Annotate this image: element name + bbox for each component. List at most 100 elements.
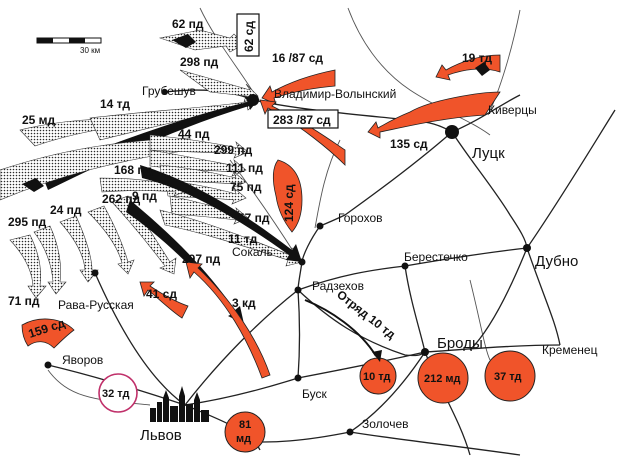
arrow-262pd [87, 205, 135, 275]
shape-159sd [21, 318, 75, 349]
city-dot-rava [91, 269, 99, 277]
city-dot-berestechko [401, 262, 409, 270]
label-37td: 37 тд [494, 371, 522, 383]
label-57pd: 57 пд [238, 211, 270, 225]
arrow-295pd-b [33, 225, 67, 295]
label-295pd: 295 пд [8, 215, 47, 229]
label-62pd: 62 пд [172, 17, 204, 31]
label-16-87sd: 16 /87 сд [272, 51, 323, 65]
label-62sd: 62 сд [242, 21, 256, 52]
german-labels: 62 пд 298 пд 25 мд 14 тд 44 пд 299 пд 16… [8, 17, 270, 308]
shape-124sd [272, 159, 303, 233]
city-markers [44, 89, 531, 436]
city-dot-gorokhov [316, 222, 324, 230]
label-sokal: Сокаль [232, 245, 273, 259]
arrow-295pd [9, 234, 47, 299]
label-25md: 25 мд [22, 113, 56, 127]
label-124sd: 124 сд [282, 184, 296, 222]
label-24pd: 24 пд [50, 203, 82, 217]
city-dot-dubno [523, 244, 531, 252]
label-kivertsy: Киверцы [488, 103, 537, 117]
redarrow-283-87sd [259, 99, 346, 166]
label-75pd: 75 пд [230, 180, 262, 194]
label-32td: 32 тд [102, 388, 130, 400]
city-dot-vladimir [247, 94, 259, 106]
arrow-left-tip [22, 178, 44, 192]
city-dot-zolochev [346, 428, 354, 436]
label-berestechko: Берестечко [404, 250, 468, 264]
label-81md: 81 [239, 419, 251, 431]
arrow-11td-main [140, 165, 302, 262]
arrow-168pd [99, 177, 189, 197]
label-111pd: 111 пд [226, 161, 263, 175]
label-135sd: 135 сд [390, 137, 428, 151]
city-labels: Грубешув Владимир-Волынский Киверцы Луцк… [58, 84, 598, 444]
label-radzekhov: Радзехов [312, 279, 364, 293]
soviet-shapes [21, 54, 501, 379]
city-dot-sokal [298, 258, 306, 266]
label-298pd: 298 пд [180, 55, 219, 69]
arrow-297pd [126, 200, 244, 324]
label-3kd: 3 кд [232, 296, 256, 310]
label-299pd: 299 пд [214, 143, 253, 157]
label-9pd: 9 пд [132, 189, 157, 203]
label-14td: 14 тд [100, 97, 130, 111]
redarrow-3kd [185, 261, 271, 379]
label-detachment: Отряд 10 тд [334, 287, 398, 342]
label-44pd: 44 пд [178, 127, 210, 141]
label-168pd: 168 пд [114, 163, 153, 177]
soviet-unit-markers [98, 13, 536, 453]
label-brody: Броды [437, 335, 483, 352]
arrow-111pd [159, 164, 247, 189]
label-41sd: 41 сд [146, 287, 177, 301]
label-262pd: 262 пд [102, 192, 141, 206]
city-dot-radzekhov [294, 286, 302, 294]
label-71pd: 71 пд [8, 294, 40, 308]
scale-label: 30 км [80, 46, 100, 55]
city-dot-brody [421, 348, 429, 356]
label-19td: 19 тд [462, 51, 492, 65]
label-283-87sd: 283 /87 сд [273, 113, 331, 127]
label-297pd: 297 пд [182, 252, 221, 266]
box-283-87sd [267, 109, 339, 129]
detachment-arrow [304, 299, 377, 357]
circle-212md [417, 352, 469, 404]
circle-37td [484, 350, 536, 402]
circle-81md [224, 411, 266, 453]
city-dot-busk [294, 374, 302, 382]
redarrow-19td-tip [475, 62, 490, 76]
label-11td: 11 тд [228, 232, 258, 246]
label-yavorov: Яворов [62, 353, 103, 367]
city-dot-yavorov [44, 361, 52, 369]
label-hrubieszow: Грубешув [142, 84, 196, 98]
arrow-298pd [179, 69, 259, 103]
redarrow-kivertsy [367, 91, 501, 139]
german-arrows [0, 29, 303, 324]
label-lutsk: Луцк [472, 145, 505, 162]
label-81md-2: мд [236, 433, 251, 445]
circle-32td [98, 373, 138, 413]
arrow-44pd [149, 134, 249, 159]
redarrow-16-87sd [261, 69, 336, 105]
label-lvov: Львов [140, 427, 182, 444]
label-zolochev: Золочев [362, 417, 409, 431]
lvov-skyline-icon [150, 386, 209, 422]
arrow-62pd-tip [172, 34, 196, 48]
soviet-labels: 62 сд 16 /87 сд 283 /87 сд 124 сд 19 тд … [27, 21, 522, 445]
scale-bar: 30 км [36, 37, 102, 55]
city-dot-hrubieszow [162, 89, 168, 95]
label-dubno: Дубно [535, 253, 578, 270]
arrow-62pd [158, 29, 245, 53]
label-gorokhov: Горохов [338, 211, 383, 225]
label-rava: Рава-Русская [58, 298, 134, 312]
label-vladimir: Владимир-Волынский [274, 87, 396, 101]
box-62sd [236, 13, 260, 57]
arrow-24pd [59, 215, 99, 283]
redarrow-41sd [139, 281, 189, 319]
label-10td: 10 тд [363, 371, 391, 383]
label-busk: Буск [302, 387, 327, 401]
label-kremenets: Кременец [542, 343, 598, 357]
city-dot-lutsk [445, 125, 459, 139]
arrow-11td [159, 209, 303, 267]
